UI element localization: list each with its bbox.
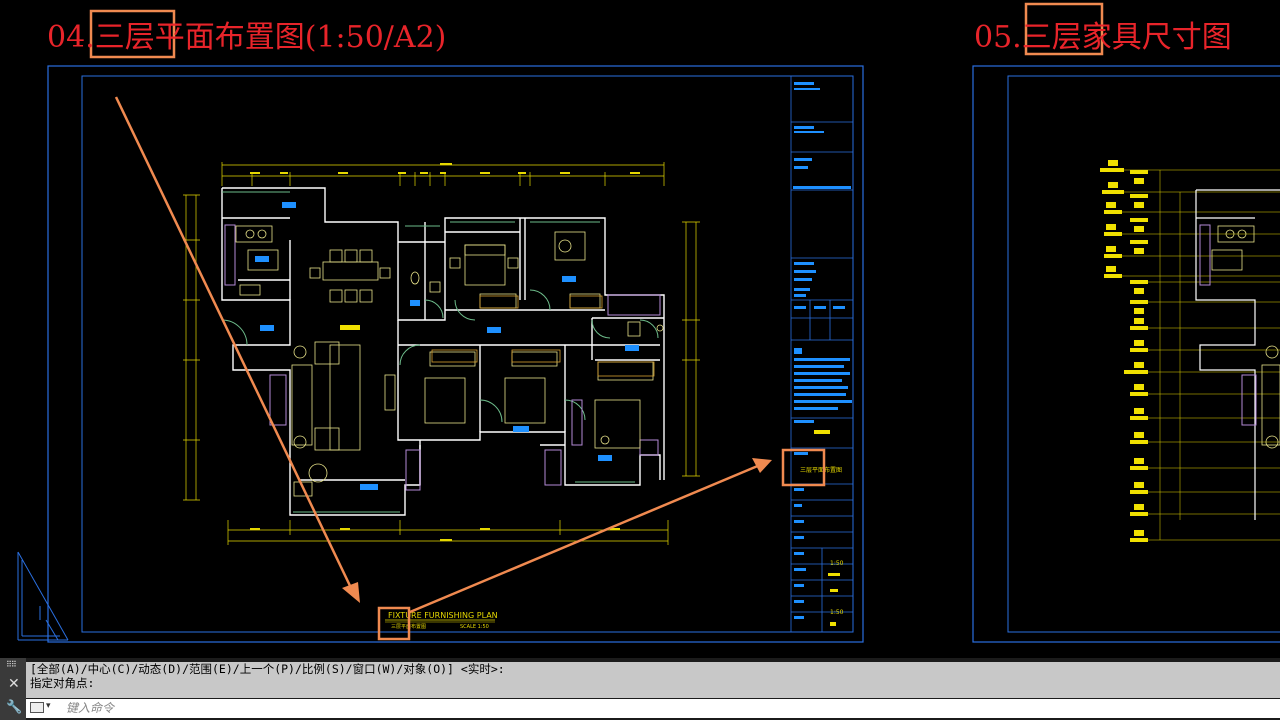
sheet-name: 家具尺寸图 — [1081, 20, 1232, 55]
command-input[interactable]: ▾ 键入命令 — [26, 699, 1280, 718]
sheet-name: 平面布置图(1:50/A2) — [154, 20, 447, 55]
floor-plan-walls — [221, 187, 665, 516]
sheet-number: 04. — [47, 20, 95, 55]
chevron-down-icon[interactable]: ▾ — [46, 701, 51, 711]
sheet-title-05: 05.三层家具尺寸图 — [974, 12, 1232, 56]
close-icon[interactable]: ✕ — [8, 676, 20, 692]
model-space-canvas[interactable]: 三层平面布置图 1:50 1:50 — [0, 0, 1280, 658]
sheet-number: 05. — [974, 20, 1022, 55]
plan-label-title: FIXTURE FURNISHING PLAN — [388, 611, 498, 620]
command-input-placeholder: 键入命令 — [66, 701, 115, 715]
grip-icon[interactable]: ⠿⠿ — [6, 660, 17, 669]
ucs-icon — [17, 551, 69, 641]
plan-label-scale: SCALE 1:50 — [460, 624, 489, 630]
wrench-icon[interactable]: 🔧 — [6, 700, 23, 715]
sheet-title-04: 04.三层平面布置图(1:50/A2) — [47, 12, 446, 56]
command-prompt-icon[interactable] — [30, 702, 44, 713]
command-history: [全部(A)/中心(C)/动态(D)/范围(E)/上一个(P)/比例(S)/窗口… — [26, 662, 1280, 698]
annotation-arrows — [114, 96, 761, 614]
title-block-scale-2: 1:50 — [830, 609, 844, 616]
title-block-label: 三层平面布置图 — [800, 466, 842, 474]
command-line-panel: ⠿⠿ ✕ 🔧 [全部(A)/中心(C)/动态(D)/范围(E)/上一个(P)/比… — [0, 658, 1280, 720]
dimension-lines — [183, 162, 700, 545]
annotation-boxes — [89, 2, 1104, 641]
title-block-scale: 1:50 — [830, 560, 844, 567]
command-history-line: [全部(A)/中心(C)/动态(D)/范围(E)/上一个(P)/比例(S)/窗口… — [30, 662, 505, 676]
command-history-line: 指定对角点: — [30, 676, 95, 690]
drawing-area[interactable]: 三层平面布置图 1:50 1:50 — [0, 0, 1280, 658]
sheet-highlight: 三层 — [1021, 20, 1082, 55]
command-line-sidebar: ⠿⠿ ✕ 🔧 — [0, 658, 26, 720]
sheet-highlight: 三层 — [94, 20, 155, 55]
